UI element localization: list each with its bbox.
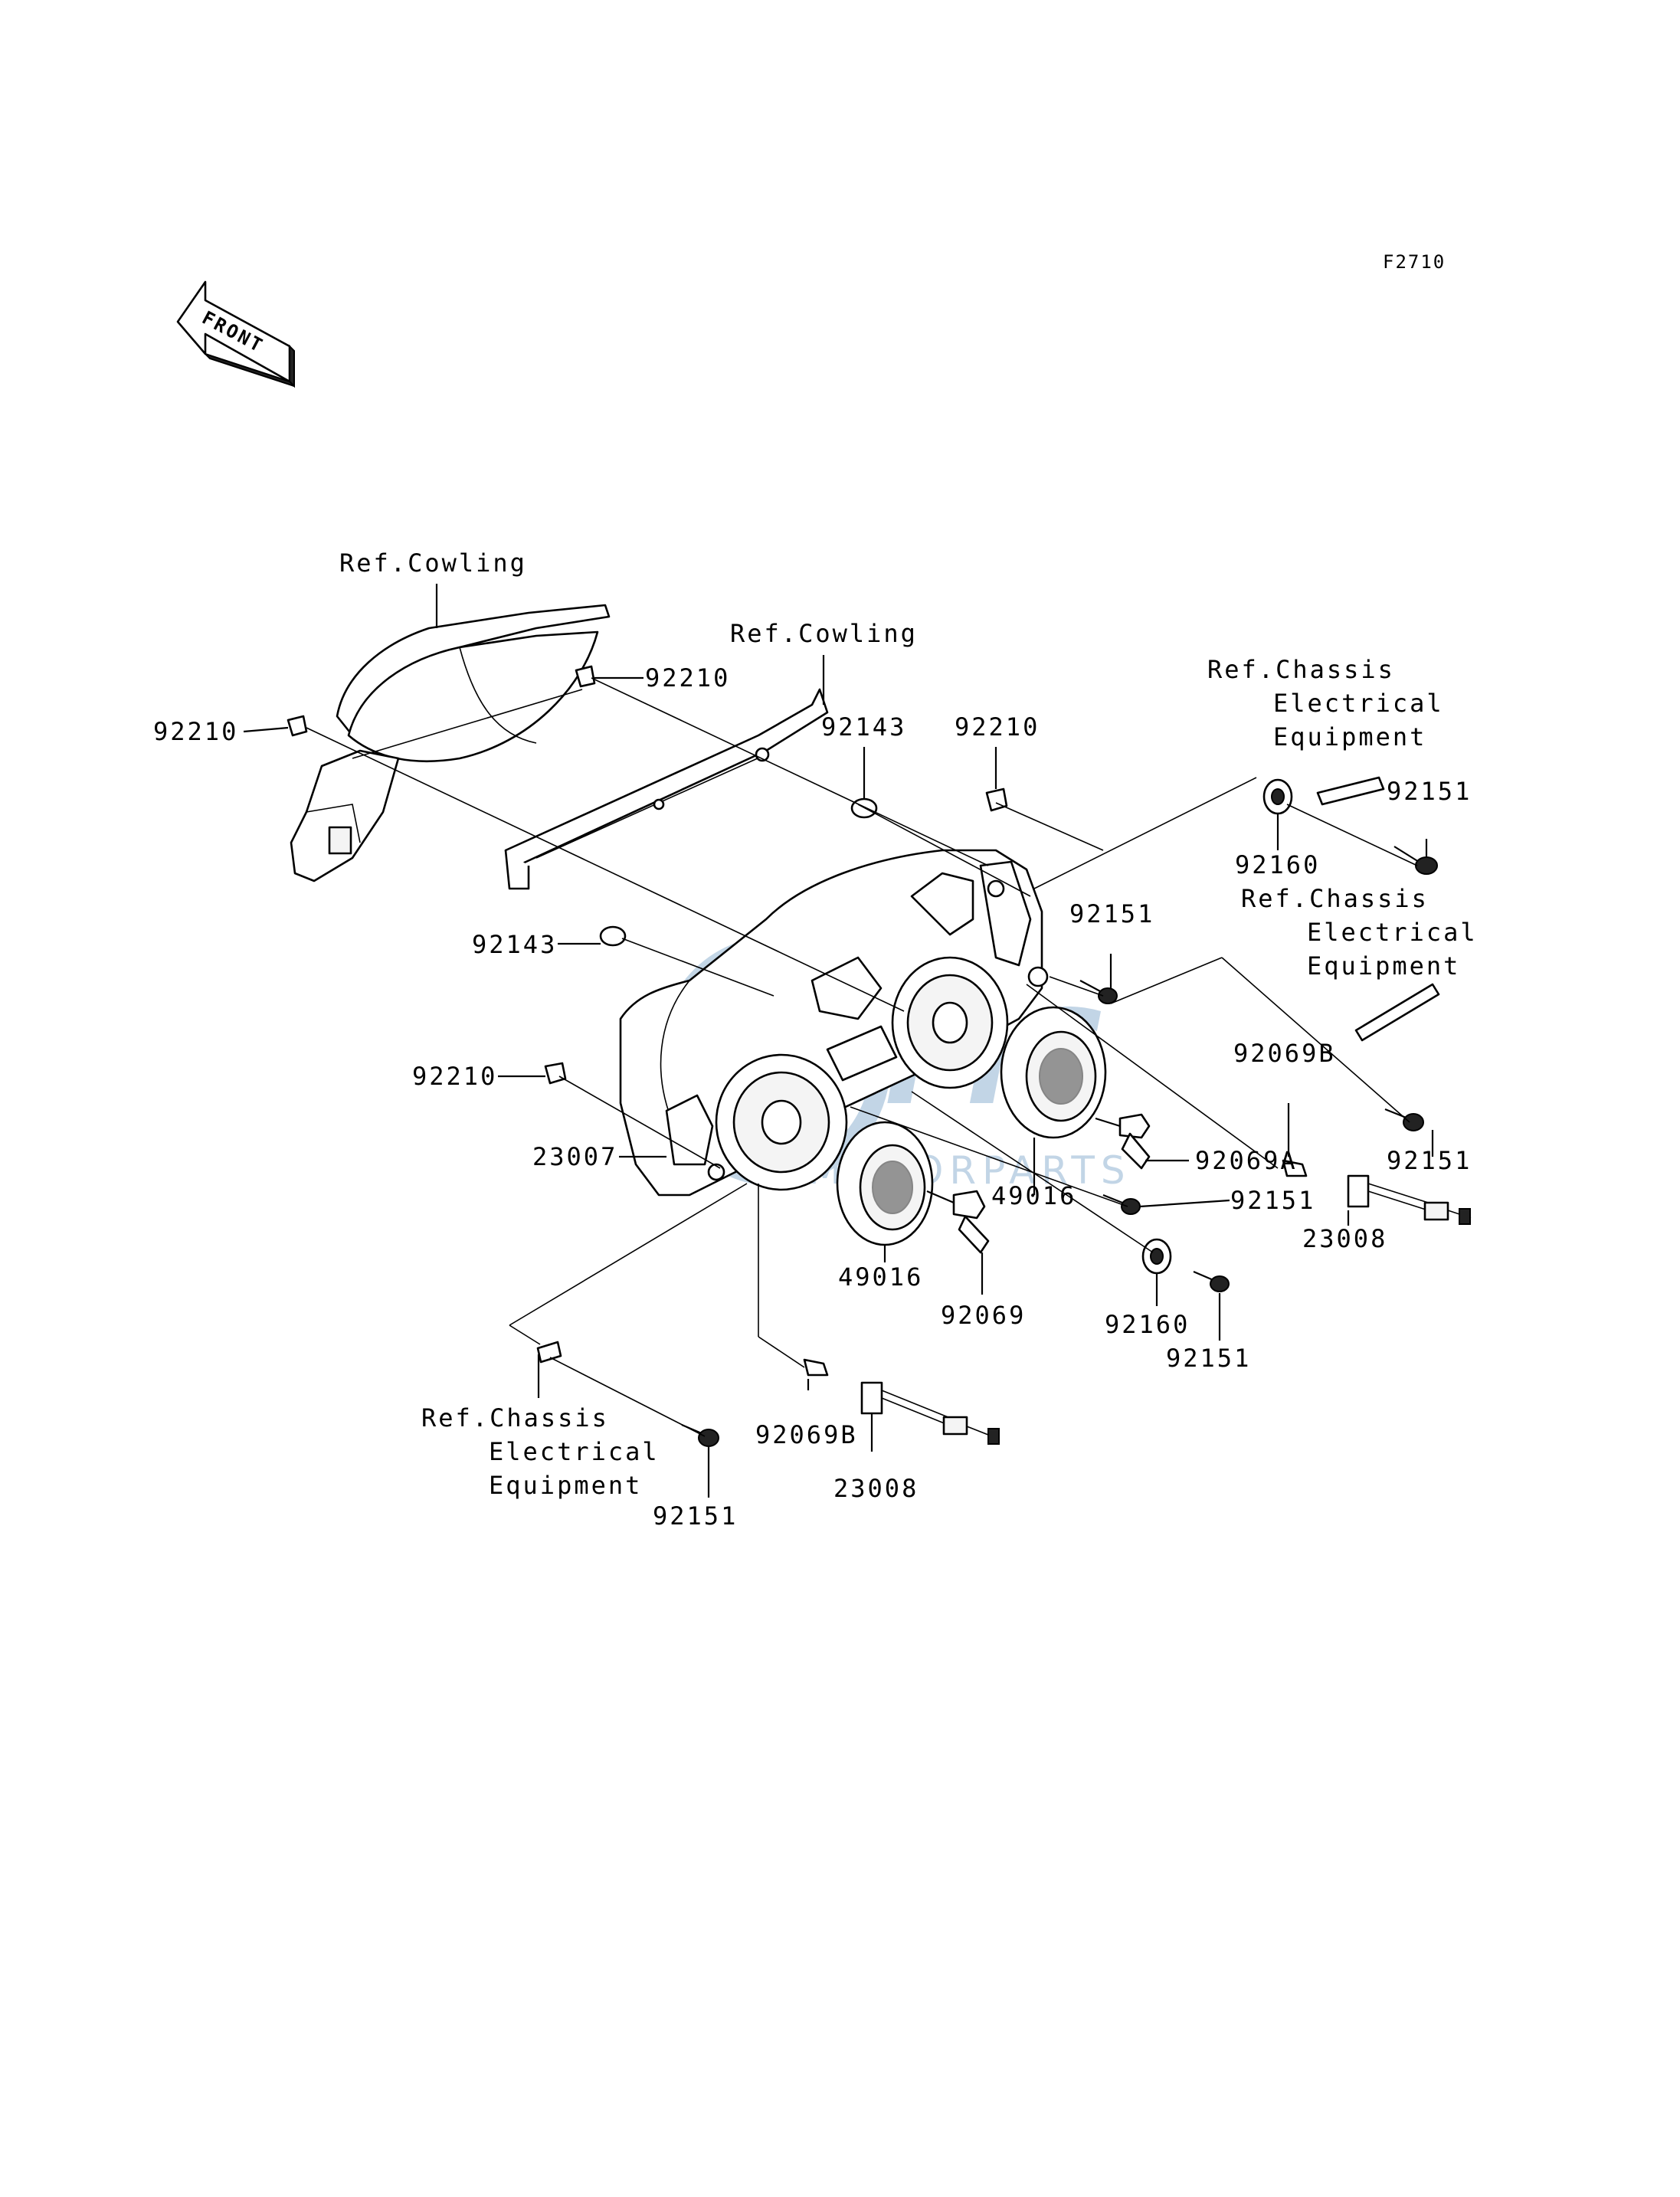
- clip-92210-top-icon: [575, 665, 596, 688]
- ref-cowling-left: Ref.Cowling: [339, 548, 527, 578]
- clip-92210-lower-icon: [544, 1062, 567, 1085]
- ref-cowling-right: Ref.Cowling: [730, 619, 918, 648]
- clip-92210-right-icon: [985, 787, 1008, 812]
- label-23008-bottom: 23008: [833, 1474, 919, 1503]
- label-23007: 23007: [532, 1142, 617, 1171]
- label-92210-top: 92210: [645, 663, 730, 692]
- headlight-assembly: [619, 849, 1049, 1197]
- label-23008-right: 23008: [1302, 1224, 1387, 1253]
- leader-lines: [243, 676, 1434, 1498]
- chassis-strap-bottom-icon: [536, 1341, 562, 1364]
- chassis-strap-mid-icon: [1354, 983, 1440, 1042]
- front-arrow-icon: FRONT: [176, 280, 295, 388]
- label-92151-topright: 92151: [1387, 777, 1472, 806]
- label-92151-lowright: 92151: [1166, 1344, 1251, 1373]
- damper-92160-top-icon: [1262, 778, 1293, 815]
- socket-23008-right-icon: [1347, 1174, 1472, 1225]
- ref-chassis-top-2: Electrical: [1273, 689, 1444, 718]
- bolt-92151-right-icon: [1384, 1108, 1424, 1131]
- label-92069B-right: 92069B: [1233, 1039, 1336, 1068]
- diagram-code: F2710: [1383, 251, 1446, 273]
- label-92069B-bottom: 92069B: [755, 1420, 858, 1449]
- grommet-92143-mid-icon: [599, 925, 627, 947]
- ref-chassis-mid-2: Electrical: [1307, 918, 1478, 947]
- bulb-92069A-icon: [1095, 1113, 1151, 1170]
- label-92210-lower: 92210: [412, 1062, 497, 1091]
- label-92069A: 92069A: [1195, 1146, 1298, 1175]
- ref-chassis-mid-3: Equipment: [1307, 951, 1460, 981]
- cowling-bracket-part: [504, 688, 829, 890]
- lamp-shade-left: [836, 1121, 934, 1246]
- damper-92160-bottom-icon: [1141, 1238, 1172, 1275]
- label-92143-mid: 92143: [472, 930, 557, 959]
- bulb-92069B-bottom-icon: [803, 1358, 829, 1377]
- label-49016-right: 49016: [991, 1181, 1076, 1210]
- label-92069: 92069: [941, 1301, 1026, 1330]
- ref-chassis-bottom-2: Electrical: [489, 1437, 660, 1466]
- label-92160-top: 92160: [1235, 850, 1320, 879]
- ref-chassis-bottom-1: Ref.Chassis: [421, 1403, 609, 1432]
- bolt-92151-topright-icon: [1393, 846, 1438, 875]
- label-92151-mid: 92151: [1069, 899, 1154, 928]
- label-92160-bottom: 92160: [1105, 1310, 1190, 1339]
- ref-chassis-top-3: Equipment: [1273, 722, 1426, 751]
- bolt-92151-mid-icon: [1079, 980, 1118, 1004]
- socket-23008-bottom-icon: [860, 1381, 1000, 1445]
- bulb-92069B-right-icon: [1282, 1159, 1308, 1177]
- cowling-left-part: [290, 604, 611, 882]
- chassis-strap-top-icon: [1316, 776, 1385, 806]
- ref-chassis-top-1: Ref.Chassis: [1207, 655, 1395, 684]
- bulb-92069-icon: [926, 1190, 990, 1254]
- label-92210-left: 92210: [153, 717, 238, 746]
- label-92151-right: 92151: [1387, 1146, 1472, 1175]
- label-49016-left: 49016: [838, 1262, 923, 1292]
- label-92151-center: 92151: [1230, 1186, 1315, 1215]
- ref-chassis-bottom-3: Equipment: [489, 1471, 642, 1500]
- lamp-shade-right: [1000, 1006, 1107, 1139]
- label-92210-right: 92210: [955, 712, 1040, 742]
- ref-chassis-mid-1: Ref.Chassis: [1241, 884, 1429, 913]
- label-92151-bottom: 92151: [653, 1501, 738, 1531]
- label-92143-top: 92143: [821, 712, 906, 742]
- clip-92210-left-icon: [287, 715, 308, 737]
- bolt-92151-lowright-icon: [1193, 1270, 1230, 1292]
